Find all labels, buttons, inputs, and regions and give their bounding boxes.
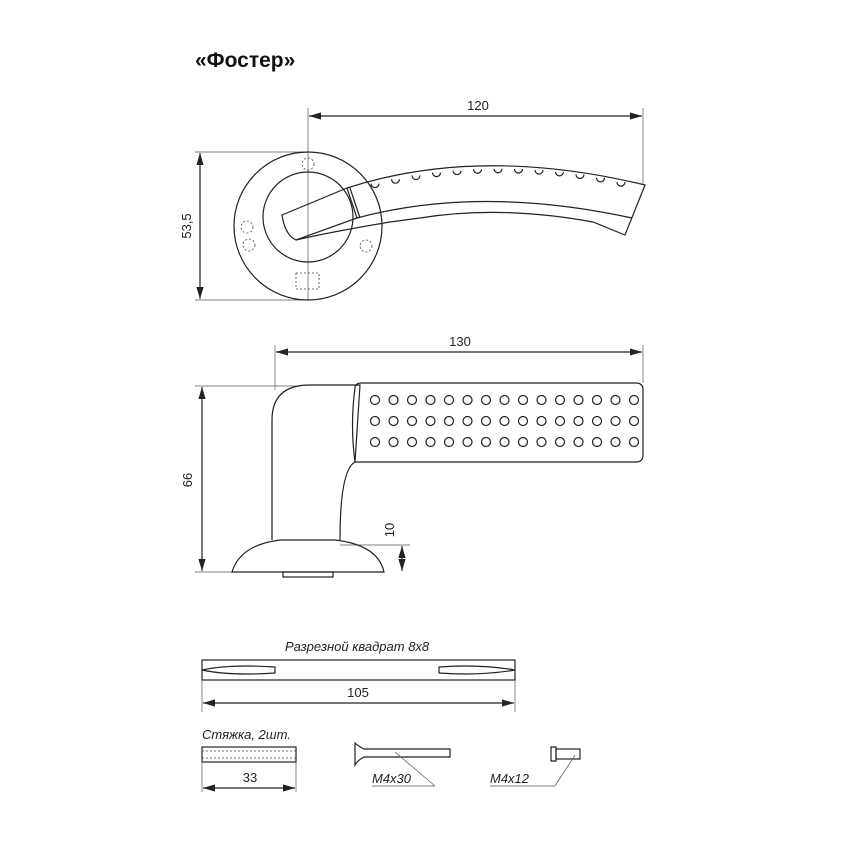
side-rosette bbox=[231, 539, 385, 573]
grip-dot bbox=[406, 415, 418, 427]
grip-dot bbox=[628, 394, 640, 406]
grip-dot bbox=[425, 415, 436, 427]
lever-dot bbox=[452, 170, 462, 176]
grip-dot bbox=[591, 394, 603, 406]
dimension-label-33: 33 bbox=[243, 770, 257, 785]
grip-dot bbox=[480, 394, 492, 406]
screw-m4x30: M4x30 bbox=[354, 741, 451, 787]
grip-dot bbox=[443, 394, 455, 406]
dimension-label-130: 130 bbox=[449, 334, 471, 349]
lever-dot bbox=[554, 171, 565, 177]
grip-dot bbox=[610, 436, 621, 448]
rosette bbox=[233, 151, 383, 301]
handle-lever bbox=[295, 165, 646, 241]
grip-dot bbox=[554, 436, 566, 448]
spindle-part: Разрезной квадрат 8x8 105 bbox=[201, 639, 516, 712]
grip-dot bbox=[554, 394, 566, 406]
grip-dot bbox=[536, 436, 547, 448]
grip-dot bbox=[591, 436, 603, 448]
connector-label: Стяжка, 2шт. bbox=[202, 727, 291, 742]
spindle-label: Разрезной квадрат 8x8 bbox=[285, 639, 430, 654]
grip-dot bbox=[554, 415, 566, 427]
grip-dot bbox=[499, 394, 510, 406]
connector-part: Стяжка, 2шт. 33 bbox=[201, 727, 297, 792]
screw-label-m4x12: M4x12 bbox=[490, 771, 530, 786]
grip-dot bbox=[443, 436, 455, 448]
grip-dot bbox=[388, 436, 399, 448]
lever-dot bbox=[472, 169, 483, 174]
lever-dot bbox=[493, 168, 503, 174]
grip-dot bbox=[628, 436, 640, 448]
grip-dot bbox=[499, 415, 510, 427]
lever-dot bbox=[390, 179, 401, 184]
lever-dot bbox=[616, 181, 626, 187]
grip-dot bbox=[462, 415, 473, 427]
grip-dot bbox=[517, 436, 529, 448]
dimension-label-120: 120 bbox=[467, 98, 489, 113]
side-neck bbox=[271, 384, 361, 541]
dimension-label-53-5: 53,5 bbox=[179, 213, 194, 238]
lever-dot bbox=[575, 174, 585, 180]
grip-dot bbox=[443, 415, 455, 427]
grip-dot bbox=[573, 415, 584, 427]
grip-dot bbox=[369, 394, 381, 406]
grip-dot bbox=[628, 415, 640, 427]
grip-dot bbox=[425, 436, 436, 448]
grip-dot bbox=[591, 415, 603, 427]
grip-dot bbox=[499, 436, 510, 448]
grip-dot bbox=[425, 394, 436, 406]
lever-dot bbox=[595, 177, 606, 183]
grip-dot bbox=[369, 415, 381, 427]
grip-dot bbox=[536, 415, 547, 427]
grip-dot bbox=[462, 436, 473, 448]
dimension-label-10: 10 bbox=[382, 523, 397, 537]
dimension-label-105: 105 bbox=[347, 685, 369, 700]
dimension-label-66: 66 bbox=[180, 473, 195, 487]
grip-dot bbox=[610, 394, 621, 406]
grip-dot bbox=[573, 394, 584, 406]
grip-dot bbox=[388, 415, 399, 427]
side-grip bbox=[351, 382, 644, 463]
screw-m4x12: M4x12 bbox=[490, 746, 581, 787]
lever-dot bbox=[534, 169, 544, 175]
rosette-inner bbox=[262, 171, 354, 263]
grip-dot bbox=[610, 415, 621, 427]
grip-dot bbox=[480, 436, 492, 448]
product-title: «Фостер» bbox=[195, 49, 295, 72]
screw-label-m4x30: M4x30 bbox=[372, 771, 412, 786]
grip-dot bbox=[517, 394, 529, 406]
handle-neck bbox=[281, 187, 358, 241]
grip-dot bbox=[369, 436, 381, 448]
lever-dot bbox=[431, 172, 442, 178]
lever-dot bbox=[411, 175, 421, 181]
lever-dot bbox=[370, 183, 380, 189]
grip-dot bbox=[536, 394, 547, 406]
grip-dot bbox=[462, 394, 473, 406]
grip-dot bbox=[406, 436, 418, 448]
grip-dot bbox=[573, 436, 584, 448]
grip-dot bbox=[517, 415, 529, 427]
grip-dot bbox=[406, 394, 418, 406]
grip-dot bbox=[480, 415, 492, 427]
grip-dot bbox=[388, 394, 399, 406]
top-view: 120 53,5 bbox=[179, 98, 646, 301]
side-view: 130 66 10 bbox=[180, 334, 644, 578]
lever-dot bbox=[513, 168, 524, 174]
